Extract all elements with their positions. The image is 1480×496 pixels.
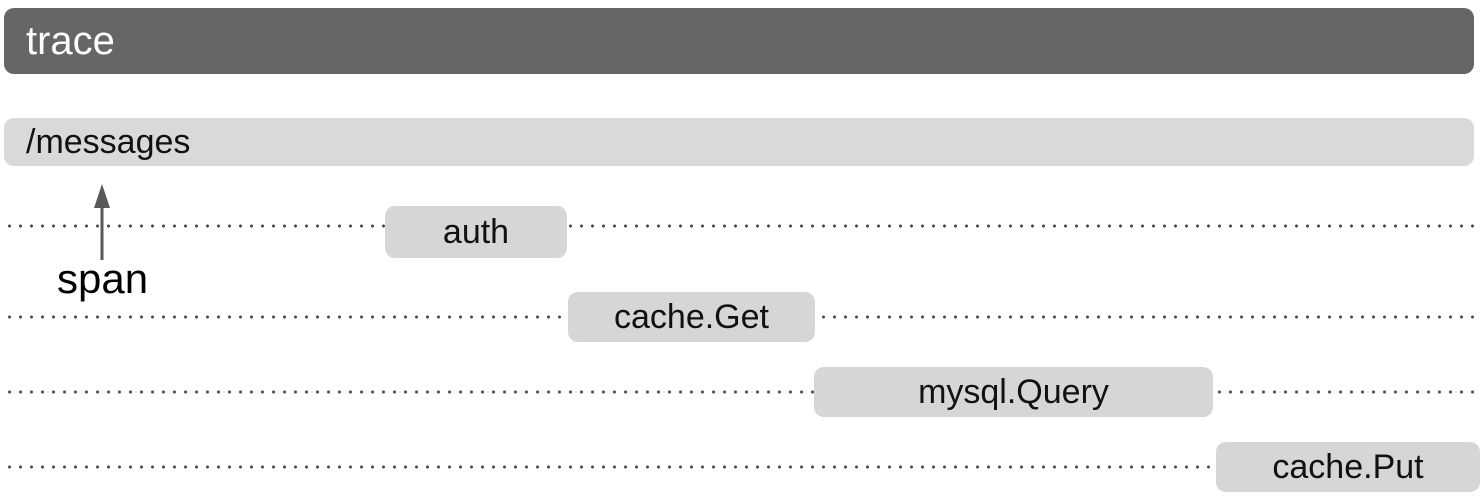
span-bar-label: mysql.Query (918, 373, 1109, 411)
root-span-bar-label: /messages (26, 123, 191, 161)
span-bar-label: auth (442, 213, 510, 251)
span-bar-label: cache.Get (614, 298, 769, 336)
trace-bar[interactable]: trace (4, 8, 1474, 74)
span-bar-cache-get[interactable]: cache.Get (568, 292, 815, 342)
span-bar-label: cache.Put (1272, 448, 1424, 486)
row-guide-mysql-query (4, 390, 1476, 394)
trace-bar-label: trace (26, 19, 115, 63)
row-guide-auth (4, 224, 1476, 228)
up-arrow-icon (94, 184, 110, 260)
span-annotation-caption: span (57, 255, 149, 302)
span-bar-mysql-query[interactable]: mysql.Query (814, 367, 1213, 417)
root-span-bar[interactable]: /messages (4, 118, 1474, 166)
span-bar-auth[interactable]: auth (385, 206, 567, 258)
row-guide-cache-put (4, 465, 1476, 469)
span-annotation-arrow (88, 182, 116, 262)
span-bar-cache-put[interactable]: cache.Put (1216, 442, 1480, 492)
